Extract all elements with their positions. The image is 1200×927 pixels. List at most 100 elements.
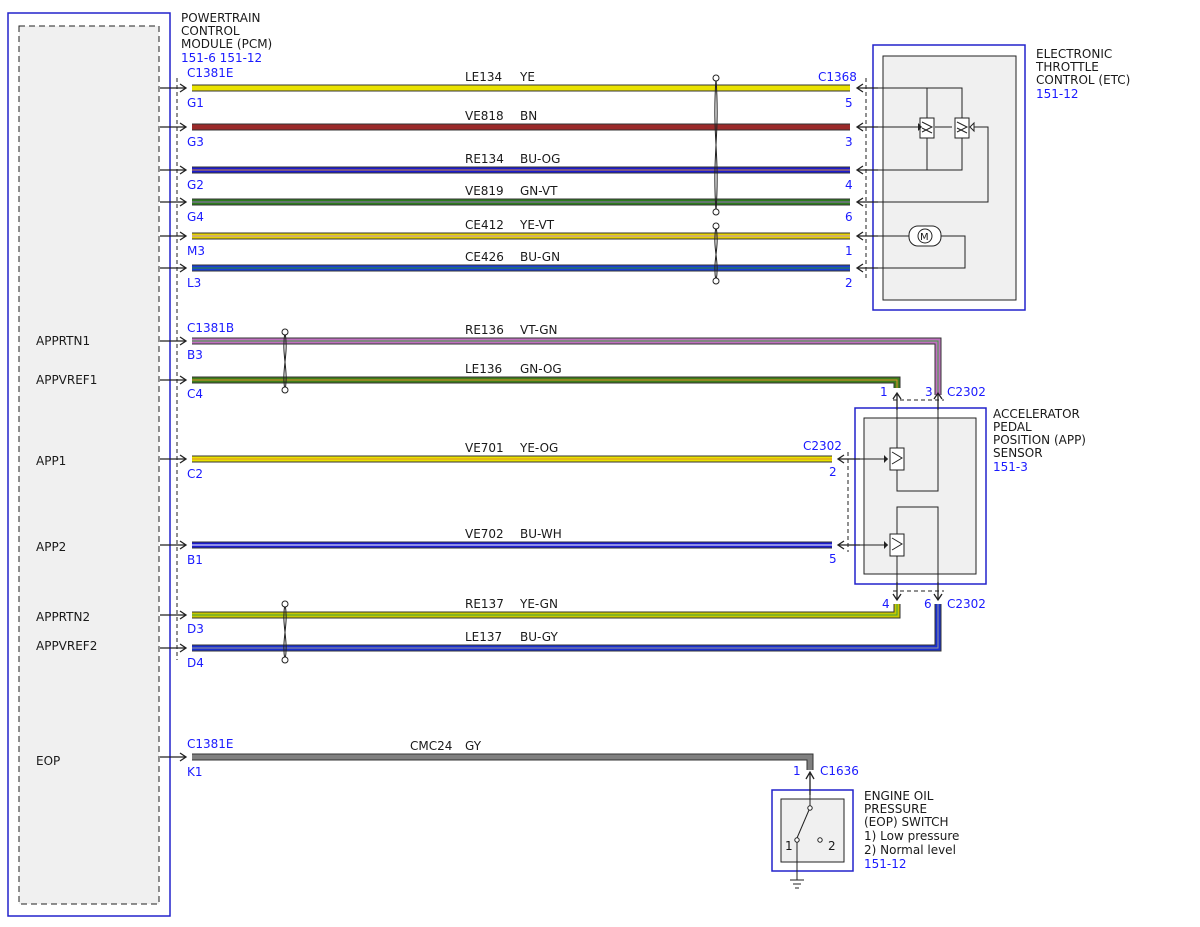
connector-c2302-side: C2302 [803, 439, 842, 453]
connector-c1381b: C1381B [187, 321, 234, 335]
wire-ve819-circuit: VE819 [465, 184, 504, 198]
wire-ce426-color: BU-GN [520, 250, 560, 264]
app-pin-3: 3 [925, 385, 933, 399]
app-title-line2: PEDAL [993, 420, 1032, 434]
pcm-title-line1: POWERTRAIN [181, 11, 261, 25]
connector-c2302-bottom: C2302 [947, 597, 986, 611]
wire-ve702-circuit: VE702 [465, 527, 504, 541]
etc-pin-6: 6 [845, 210, 853, 224]
pin-d4: D4 [187, 656, 204, 670]
pcm-title-line2: CONTROL [181, 24, 240, 38]
eop-title-line2: PRESSURE [864, 802, 927, 816]
etc-title-line2: THROTTLE [1035, 60, 1099, 74]
app-side-arrows [836, 454, 860, 550]
wire-re137-color: YE-GN [519, 597, 558, 611]
etc-pin-1: 1 [845, 244, 853, 258]
app-bottom-arrows [892, 582, 943, 602]
app-pin-6: 6 [924, 597, 932, 611]
wire-ve702-color: BU-WH [520, 527, 562, 541]
app-ref: 151-3 [993, 460, 1028, 474]
pin-g1: G1 [187, 96, 204, 110]
etc-motor-icon: M [908, 225, 942, 247]
eop-title-line1: ENGINE OIL [864, 789, 934, 803]
wire-le137 [192, 604, 942, 652]
wire-re134-circuit: RE134 [465, 152, 504, 166]
wire-re137 [192, 604, 901, 619]
ground-icon [790, 879, 804, 889]
pin-b3: B3 [187, 348, 203, 362]
signal-appvref2: APPVREF2 [36, 639, 97, 653]
pcm-ref: 151-6 151-12 [181, 51, 262, 65]
etc-pin-arrows [855, 83, 878, 273]
wire-ve701-circuit: VE701 [465, 441, 504, 455]
pin-c2: C2 [187, 467, 203, 481]
wire-le137-color: BU-GY [520, 630, 558, 644]
connector-c1381e-top: C1381E [187, 66, 234, 80]
pin-d3: D3 [187, 622, 204, 636]
pin-k1: K1 [187, 765, 203, 779]
wire-le134-color: YE [519, 70, 535, 84]
app-title-line1: ACCELERATOR [993, 407, 1080, 421]
signal-appvref1: APPVREF1 [36, 373, 97, 387]
wire-le136-color: GN-OG [520, 362, 562, 376]
eop-switch-pos2: 2 [828, 839, 836, 853]
eop-ref: 151-12 [864, 857, 907, 871]
wire-ve819-color: GN-VT [520, 184, 558, 198]
eop-title-line3: (EOP) SWITCH [864, 815, 949, 829]
pin-g4: G4 [187, 210, 204, 224]
etc-pin-5: 5 [845, 96, 853, 110]
signal-apprtn2: APPRTN2 [36, 610, 90, 624]
pin-g2: G2 [187, 178, 204, 192]
pin-m3: M3 [187, 244, 205, 258]
signal-apprtn1: APPRTN1 [36, 334, 90, 348]
pin-b1: B1 [187, 553, 203, 567]
wire-ce426-circuit: CE426 [465, 250, 504, 264]
wire-cmc24 [192, 753, 814, 770]
app-pin-2: 2 [829, 465, 837, 479]
pcm-internal-box [18, 25, 160, 905]
eop-pin-1: 1 [793, 764, 801, 778]
wire-ce412-color: YE-VT [519, 218, 555, 232]
etc-wiper-arrow-2 [969, 121, 975, 133]
app-sensor2-potentiometer [884, 533, 905, 557]
wire-ce412-circuit: CE412 [465, 218, 504, 232]
app-internal-box [863, 417, 977, 575]
etc-internal-box [882, 55, 1017, 301]
etc-title-line3: CONTROL (ETC) [1036, 73, 1130, 87]
app-sensor1-potentiometer [884, 447, 905, 471]
wire-le136-circuit: LE136 [465, 362, 502, 376]
wire-ve818-circuit: VE818 [465, 109, 504, 123]
app-pin-4: 4 [882, 597, 890, 611]
connector-c1368: C1368 [818, 70, 857, 84]
etc-pin-2: 2 [845, 276, 853, 290]
svg-text:M: M [920, 232, 929, 243]
wire-cmc24-color: GY [465, 739, 482, 753]
pin-l3: L3 [187, 276, 201, 290]
wire-le137-circuit: LE137 [465, 630, 502, 644]
eop-switch-icon [794, 795, 823, 880]
wire-le136 [192, 376, 901, 388]
app-pin-1: 1 [880, 385, 888, 399]
eop-switch-pos1: 1 [785, 839, 793, 853]
etc-title-line1: ELECTRONIC [1036, 47, 1112, 61]
wire-re137-circuit: RE137 [465, 597, 504, 611]
wire-re136-circuit: RE136 [465, 323, 504, 337]
pcm-pin-arrows [160, 83, 188, 762]
eop-pin-arrow [805, 770, 815, 795]
signal-eop: EOP [36, 754, 60, 768]
wire-re136 [192, 337, 942, 395]
signal-app1: APP1 [36, 454, 66, 468]
etc-pin-3: 3 [845, 135, 853, 149]
etc-wiper-arrow-1 [918, 123, 922, 131]
app-title-line3: POSITION (APP) [993, 433, 1086, 447]
signal-app2: APP2 [36, 540, 66, 554]
app-title-line4: SENSOR [993, 446, 1043, 460]
wire-le134-circuit: LE134 [465, 70, 502, 84]
wire-re136-color: VT-GN [520, 323, 557, 337]
wire-ve818-color: BN [520, 109, 537, 123]
app-internal-circuit [860, 410, 939, 582]
pin-c4: C4 [187, 387, 203, 401]
app-top-arrows [892, 391, 943, 410]
eop-internal-box [780, 798, 845, 863]
